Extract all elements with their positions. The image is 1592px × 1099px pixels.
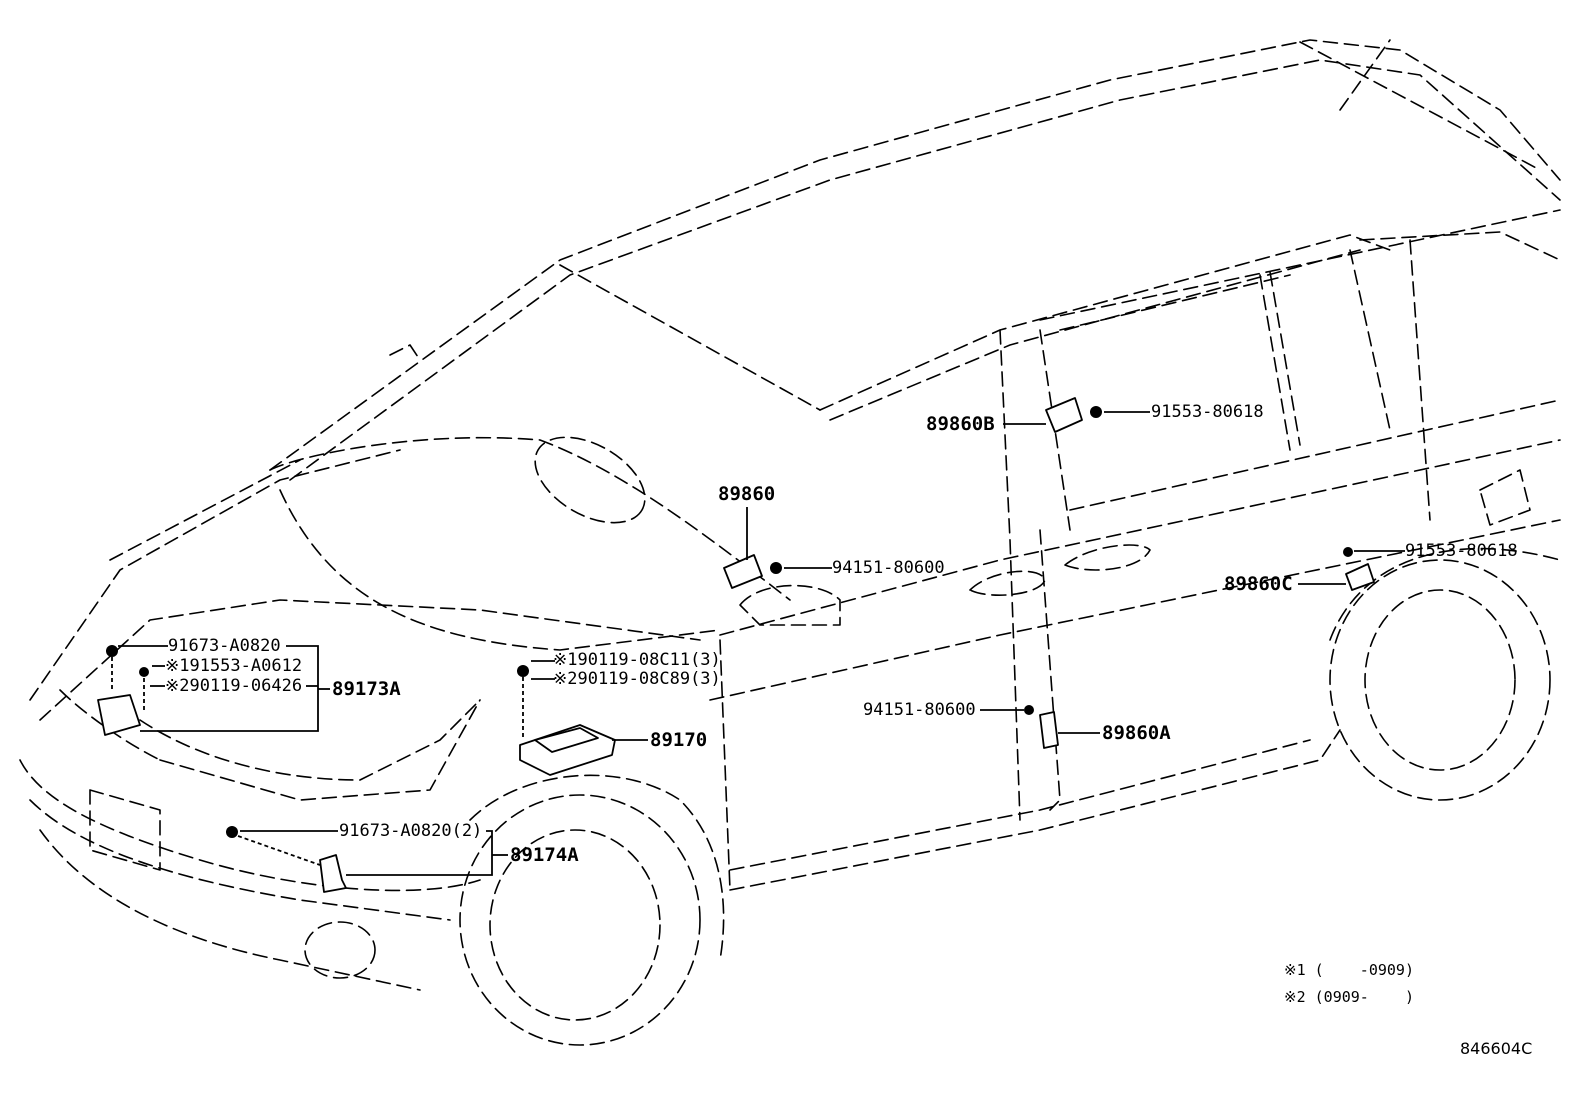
diagram-code: 846604C bbox=[1460, 1039, 1532, 1058]
label-90119-08C11: ※190119-08C11(3) bbox=[553, 650, 721, 670]
nut-icon bbox=[770, 562, 782, 574]
part-89174A-sensor bbox=[226, 826, 508, 893]
footnote-2: ※2 (0909- ) bbox=[1284, 988, 1414, 1006]
label-91673-A0820: 91673-A0820 bbox=[168, 636, 281, 656]
nut-icon bbox=[1024, 705, 1034, 715]
nut-icon bbox=[1090, 406, 1102, 418]
label-89860: 89860 bbox=[718, 483, 775, 505]
label-94151-80600-top: 94151-80600 bbox=[832, 558, 945, 578]
bolt-icon bbox=[517, 665, 529, 677]
label-94151-80600-mid: 94151-80600 bbox=[863, 700, 976, 720]
part-89860C-sensor bbox=[1298, 547, 1405, 591]
label-89173A: 89173A bbox=[332, 678, 401, 700]
bolt-icon bbox=[139, 667, 149, 677]
label-89860B: 89860B bbox=[926, 413, 995, 435]
label-91673-A0820-2: 91673-A0820(2) bbox=[339, 821, 482, 841]
bolt-icon bbox=[226, 826, 238, 838]
part-89170-ecu bbox=[517, 660, 648, 776]
label-89860C: 89860C bbox=[1224, 573, 1293, 595]
footnote-1: ※1 ( -0909) bbox=[1284, 961, 1414, 979]
label-90119-06426: ※290119-06426 bbox=[165, 676, 302, 696]
label-89174A: 89174A bbox=[510, 844, 579, 866]
label-91553-A0612: ※191553-A0612 bbox=[165, 656, 302, 676]
nut-icon bbox=[1343, 547, 1353, 557]
bolt-icon bbox=[106, 645, 118, 657]
label-89170: 89170 bbox=[650, 729, 707, 751]
label-89860A: 89860A bbox=[1102, 722, 1171, 744]
part-89860A-sensor bbox=[980, 705, 1100, 749]
label-91553-80618-right: 91553-80618 bbox=[1405, 541, 1518, 561]
label-91553-80618-top: 91553-80618 bbox=[1151, 402, 1264, 422]
vehicle-outline bbox=[19, 39, 1561, 1046]
part-89860-sensor bbox=[723, 507, 832, 589]
label-90119-08C89: ※290119-08C89(3) bbox=[553, 669, 721, 689]
part-89860B-sensor bbox=[1003, 397, 1150, 433]
part-89173A-sensor bbox=[97, 645, 330, 736]
